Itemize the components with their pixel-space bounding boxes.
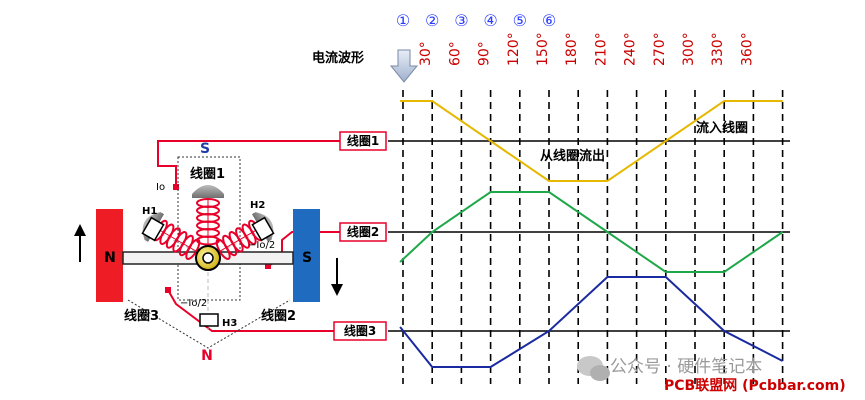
coil1-winding — [196, 198, 220, 246]
step-number: ② — [425, 11, 439, 30]
coil2-name: 线圈2 — [261, 308, 296, 324]
n-magnet-up-arrow-icon — [74, 224, 86, 262]
coil2-label-box: 线圈2 — [339, 222, 387, 242]
hall-sensor-h1 — [141, 216, 165, 242]
flow-out-annotation: 从线圈流出 — [540, 148, 605, 164]
angle-label: 150° — [535, 32, 551, 66]
angle-label: 330° — [710, 32, 726, 66]
phase-dividers — [402, 90, 784, 384]
coil3-name: 线圈3 — [124, 308, 159, 324]
bottom-outline — [127, 299, 291, 349]
s-magnet-down-arrow-icon — [331, 258, 343, 296]
n-pole-bottom-label: N — [201, 348, 213, 364]
coil3-waveform — [399, 276, 784, 368]
angle-label: 90° — [477, 41, 493, 66]
hall-sensor-h3 — [199, 313, 219, 327]
n-magnet — [96, 209, 123, 302]
coil1-name: 线圈1 — [190, 166, 225, 182]
coil1-waveform — [400, 100, 783, 182]
angle-label: 60° — [447, 41, 463, 66]
angle-label: 120° — [506, 32, 522, 66]
step-number: ⑤ — [513, 11, 527, 30]
n-magnet-label: N — [104, 250, 116, 266]
angle-label: 210° — [593, 32, 609, 66]
s-magnet-label: S — [302, 250, 312, 266]
s-pole-top-label: S — [200, 141, 210, 157]
angle-label: 180° — [564, 32, 580, 66]
io-half-bottom-label: −Io/2 — [180, 298, 207, 309]
watermark-site: PCB联盟网 (Pcbbar.com) — [664, 378, 846, 394]
coil2-waveform — [399, 191, 784, 273]
wechat-icon — [577, 356, 610, 381]
angle-labels: 30° 60° 90° 120° 150° 180° 210° 240° 270° 300° 330… — [418, 32, 755, 66]
hall-sensor-h2 — [251, 216, 275, 242]
coil1-box-label: 线圈1 — [347, 133, 379, 148]
coil3-box-label: 线圈3 — [344, 323, 376, 338]
h2-label: H2 — [250, 200, 265, 211]
step-number: ④ — [483, 11, 497, 30]
coil3-label-box: 线圈3 — [333, 321, 387, 341]
angle-label: 360° — [739, 32, 755, 66]
current-waveform-label: 电流波形 — [312, 50, 364, 66]
h1-label: H1 — [142, 206, 157, 217]
watermark-wechat: 公众号 · 硬件笔记本 — [610, 357, 762, 377]
coil1-label-box: 线圈1 — [339, 131, 387, 151]
step-number: ① — [396, 11, 410, 30]
step-number: ⑥ — [542, 11, 556, 30]
angle-label: 30° — [418, 41, 434, 66]
flow-in-annotation: 流入线圈 — [696, 120, 748, 136]
leader-dots — [165, 184, 271, 293]
coil1-cap — [192, 185, 224, 198]
down-arrow-icon — [389, 49, 419, 83]
angle-label: 270° — [652, 32, 668, 66]
io-label: Io — [156, 182, 165, 193]
s-magnet — [293, 209, 320, 302]
coil2-box-label: 线圈2 — [347, 224, 379, 239]
watermark: 公众号 · 硬件笔记本 PCB联盟网 (Pcbbar.com) — [577, 356, 846, 394]
angle-label: 300° — [681, 32, 697, 66]
step-number: ③ — [454, 11, 468, 30]
motor-diagram: N S — [74, 141, 343, 364]
h3-label: H3 — [222, 318, 237, 329]
io-half-right-label: −Io/2 — [248, 240, 275, 251]
rotor-center — [202, 252, 214, 264]
angle-label: 240° — [623, 32, 639, 66]
